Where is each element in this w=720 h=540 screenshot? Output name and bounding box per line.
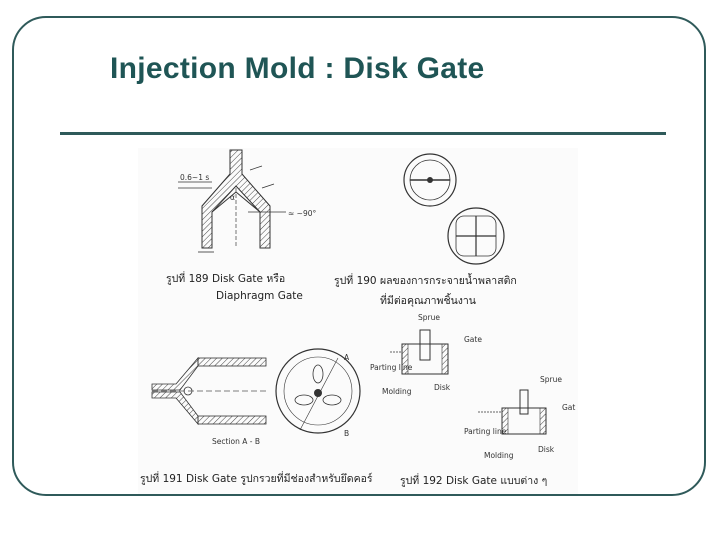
fig190-drawing [403, 153, 505, 265]
disk-gate-figure: 0.6~1 s ≈ ~90° α Section A - B [138, 148, 578, 494]
parting-line-label-1: Parting line [370, 363, 413, 372]
section-label: Section A - B [212, 437, 260, 446]
figure-drawings: 0.6~1 s ≈ ~90° α Section A - B [151, 149, 575, 460]
parting-line-label-2: Parting line [464, 427, 507, 436]
slide-title: Injection Mold : Disk Gate [110, 52, 485, 85]
fig192-drawing: Sprue Gate Parting line Molding Disk Spr… [370, 313, 575, 460]
fig189-drawing: 0.6~1 s ≈ ~90° α [178, 149, 316, 253]
caption-fig192: รูปที่ 192 Disk Gate แบบต่าง ๆ [400, 475, 548, 487]
molding-label-2: Molding [484, 451, 514, 460]
molding-label-1: Molding [382, 387, 412, 396]
caption-fig189-line2: Diaphragm Gate [216, 290, 303, 302]
angle-label: ≈ ~90° [288, 209, 316, 218]
label-a: A [344, 353, 350, 362]
label-b: B [344, 429, 349, 438]
gate-label-2: Gat [562, 403, 575, 412]
caption-fig190-line1: รูปที่ 190 ผลของการกระจายน้ำพลาสติก [334, 275, 517, 287]
caption-fig190-line2: ที่มีต่อคุณภาพชิ้นงาน [380, 295, 476, 307]
alpha-label: α [230, 193, 235, 202]
caption-fig189-line1: รูปที่ 189 Disk Gate หรือ [166, 273, 286, 285]
disk-label-2: Disk [538, 445, 555, 454]
caption-fig191: รูปที่ 191 Disk Gate รูปกรวยที่มีช่องสำห… [140, 473, 373, 485]
title-divider [60, 132, 666, 135]
disk-label-1: Disk [434, 383, 451, 392]
sprue-label-2: Sprue [540, 375, 562, 384]
gate-label-1: Gate [464, 335, 482, 344]
sprue-label-1: Sprue [418, 313, 440, 322]
top-dimension-label: 0.6~1 s [180, 173, 209, 182]
fig191-drawing: Section A - B A B [151, 348, 361, 446]
